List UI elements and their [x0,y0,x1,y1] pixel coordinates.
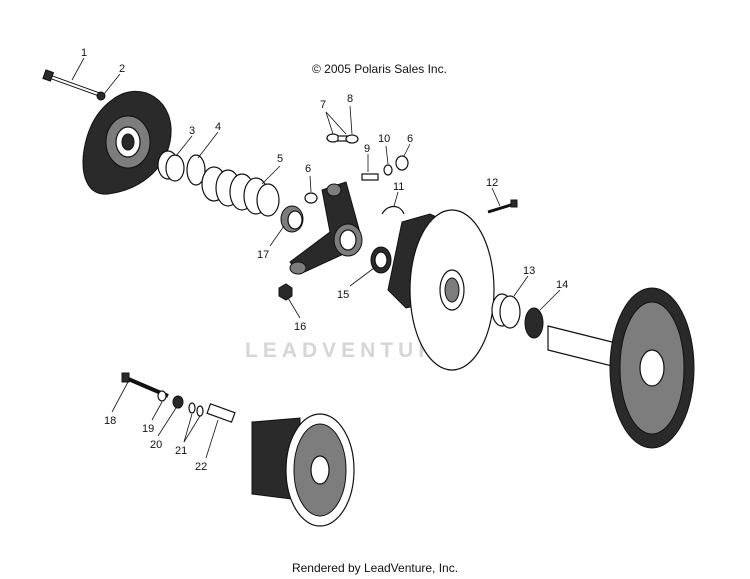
part-spider-arm [289,181,363,275]
part-5-spring [201,166,280,217]
callout-21: 21 [175,445,187,457]
part-cover-plate [82,90,172,195]
callout-20: 20 [150,439,162,451]
callout-2: 2 [119,63,125,75]
callout-labels: 1 2 3 4 5 6 7 8 9 10 6 11 12 13 14 15 16… [81,47,568,473]
callout-6-left: 6 [305,163,311,175]
callout-8: 8 [347,93,353,105]
part-fixed-sheave [547,287,695,449]
part-17-spring-cup [280,205,304,233]
part-11-clip [381,205,405,215]
part-14-ring [524,307,544,339]
callout-13: 13 [523,265,535,277]
part-1-bolt [42,69,99,96]
part-3-bushing [157,150,185,182]
callout-12: 12 [486,177,498,189]
callout-18: 18 [104,415,116,427]
watermark: LEADVENTURE [245,339,458,362]
part-15-bushing [370,246,392,274]
part-13-bushing [491,293,521,329]
callout-10: 10 [378,133,390,145]
callout-9: 9 [364,143,370,155]
part-22-sleeve [206,403,236,423]
callout-7: 7 [320,99,326,111]
callout-5: 5 [277,153,283,165]
callout-6-right: 6 [407,133,413,145]
part-2-washer [96,91,106,101]
part-19-washer [157,390,167,402]
part-12-screw [487,199,518,214]
part-10-washer [383,164,393,176]
part-7-8-pin-washers [326,133,359,144]
part-20-spacer [172,395,184,409]
footer-credit: Rendered by LeadVenture, Inc. [291,561,459,575]
callout-1: 1 [81,47,87,59]
callout-19: 19 [142,423,154,435]
callout-22: 22 [195,461,207,473]
part-21-washers [188,402,204,417]
part-4-ring [186,154,206,186]
part-6-roller-right [395,155,409,171]
leader-lines [71,57,561,459]
copyright-text: © 2005 Polaris Sales Inc. [312,62,447,76]
part-9-pin [361,173,379,181]
part-16-nut [278,283,293,301]
callout-14: 14 [556,279,568,291]
callout-11: 11 [393,181,404,193]
callout-3: 3 [189,125,195,137]
callout-16: 16 [294,321,306,333]
callout-17: 17 [257,249,269,261]
part-assembled-clutch [251,413,355,527]
callout-4: 4 [215,121,221,133]
callout-15: 15 [337,289,349,301]
part-6-roller-left [304,192,318,204]
part-movable-sheave [387,209,495,371]
